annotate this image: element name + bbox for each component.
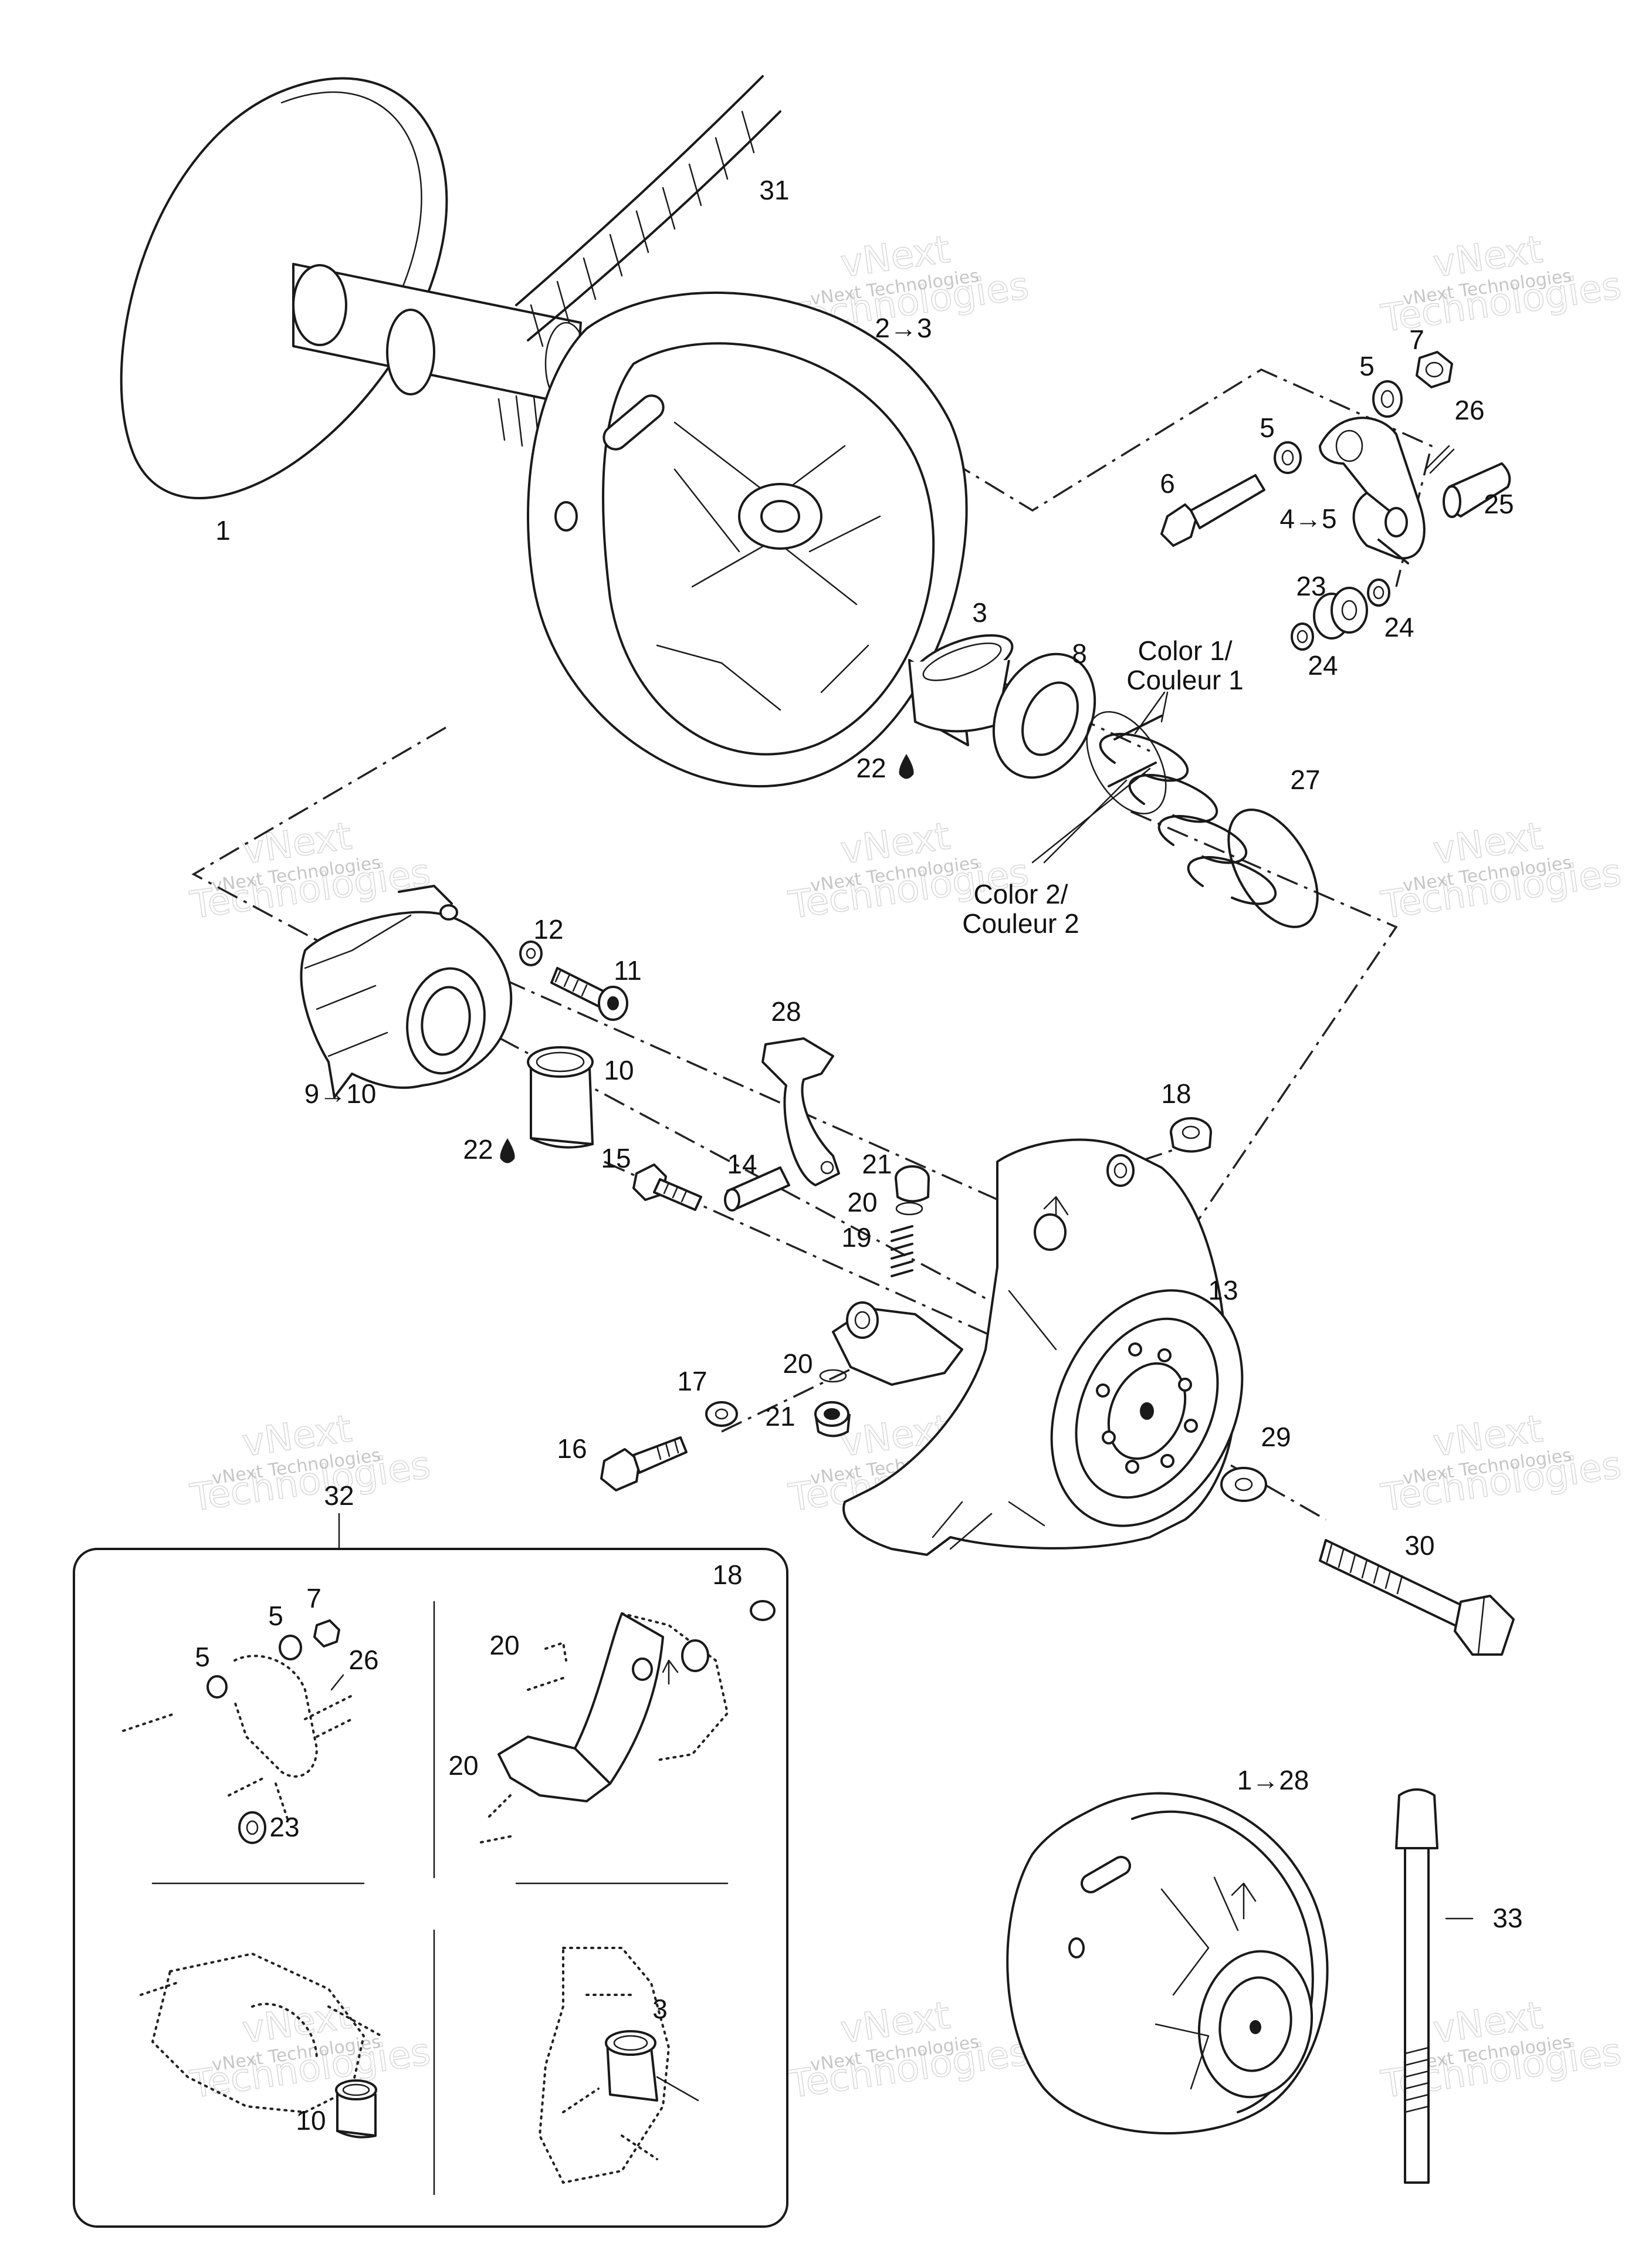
inset-callout-7: 7 xyxy=(306,1583,321,1613)
callout-1: 1 xyxy=(215,515,231,546)
inset-detail-32 xyxy=(73,1513,788,2228)
puller-bolt xyxy=(1395,1788,1474,2184)
assembled-clutch xyxy=(1006,1792,1329,2134)
callout-9-10: 9→10 xyxy=(304,1078,377,1109)
callout-11: 11 xyxy=(614,955,642,986)
callout-20-lower: 20 xyxy=(783,1348,813,1379)
grease-drop-icon xyxy=(500,1138,515,1163)
roller-arm-group xyxy=(1160,351,1511,651)
color-1-label-fr: Couleur 1 xyxy=(1126,665,1243,695)
callout-1-28: 1→28 xyxy=(1237,1765,1309,1795)
callout-21-top: 21 xyxy=(862,1149,892,1179)
callout-4-5: 4→5 xyxy=(1279,503,1336,534)
color-1-label: Color 1/ xyxy=(1138,635,1232,666)
slider-bracket-group xyxy=(300,885,628,1149)
callout-24-right: 24 xyxy=(1384,612,1414,642)
inset-callout-26: 26 xyxy=(348,1645,378,1675)
callout-26: 26 xyxy=(1454,395,1484,425)
callout-10: 10 xyxy=(604,1055,634,1085)
callout-16: 16 xyxy=(557,1433,587,1464)
callout-15: 15 xyxy=(601,1143,631,1173)
cap-screw-group xyxy=(1220,1467,1515,1656)
callout-12: 12 xyxy=(533,914,563,945)
callout-6: 6 xyxy=(1160,468,1175,499)
callout-23: 23 xyxy=(1296,571,1326,601)
callout-21-lower: 21 xyxy=(765,1401,795,1432)
drive-belt-part xyxy=(515,75,781,347)
callout-32: 32 xyxy=(324,1480,354,1511)
callout-22-lower: 22 xyxy=(463,1134,493,1165)
callout-31: 31 xyxy=(759,175,789,205)
callout-33: 33 xyxy=(1492,1903,1522,1933)
inset-callout-18: 18 xyxy=(712,1559,742,1590)
callout-3: 3 xyxy=(972,597,987,628)
inset-callout-5-top: 5 xyxy=(268,1601,283,1631)
movable-sheave-part xyxy=(527,292,968,788)
callout-27: 27 xyxy=(1290,764,1320,795)
callout-20-top: 20 xyxy=(847,1187,877,1217)
callout-28: 28 xyxy=(771,996,801,1027)
spring-part xyxy=(1031,691,1319,928)
inset-callout-5-left: 5 xyxy=(195,1642,210,1672)
callout-22-top: 22 xyxy=(856,753,886,783)
callout-5-mid: 5 xyxy=(1260,412,1275,443)
hub-bolt-holes xyxy=(1096,1342,1198,1474)
grease-drop-icon xyxy=(899,754,914,779)
inset-callout-20-lower: 20 xyxy=(448,1750,478,1781)
callout-14: 14 xyxy=(727,1149,757,1179)
callout-29: 29 xyxy=(1261,1422,1291,1452)
callout-labels: 1 31 2→3 3 8 22 Color 1/ Couleur 1 27 Co… xyxy=(195,175,1522,2136)
callout-17: 17 xyxy=(677,1366,707,1396)
callout-19: 19 xyxy=(841,1222,871,1253)
callout-7: 7 xyxy=(1409,324,1424,355)
callout-13: 13 xyxy=(1208,1275,1238,1305)
color-2-label-fr: Couleur 2 xyxy=(962,908,1079,939)
callout-8: 8 xyxy=(1072,638,1087,669)
spider-group xyxy=(600,1037,1244,1556)
fixed-sheave-part xyxy=(120,77,588,499)
callout-2-3: 2→3 xyxy=(875,313,932,343)
color-2-label: Color 2/ xyxy=(973,879,1068,909)
callout-5-top: 5 xyxy=(1359,351,1375,381)
callout-18: 18 xyxy=(1161,1078,1191,1109)
bushing-part xyxy=(908,634,1014,746)
inset-callout-23: 23 xyxy=(269,1812,299,1842)
callout-25: 25 xyxy=(1484,489,1514,519)
inset-callout-20-top: 20 xyxy=(489,1630,519,1660)
callout-30: 30 xyxy=(1404,1530,1434,1561)
callout-24-left: 24 xyxy=(1308,650,1338,681)
inset-callout-3: 3 xyxy=(652,1994,668,2024)
inset-callout-10: 10 xyxy=(296,2105,326,2136)
